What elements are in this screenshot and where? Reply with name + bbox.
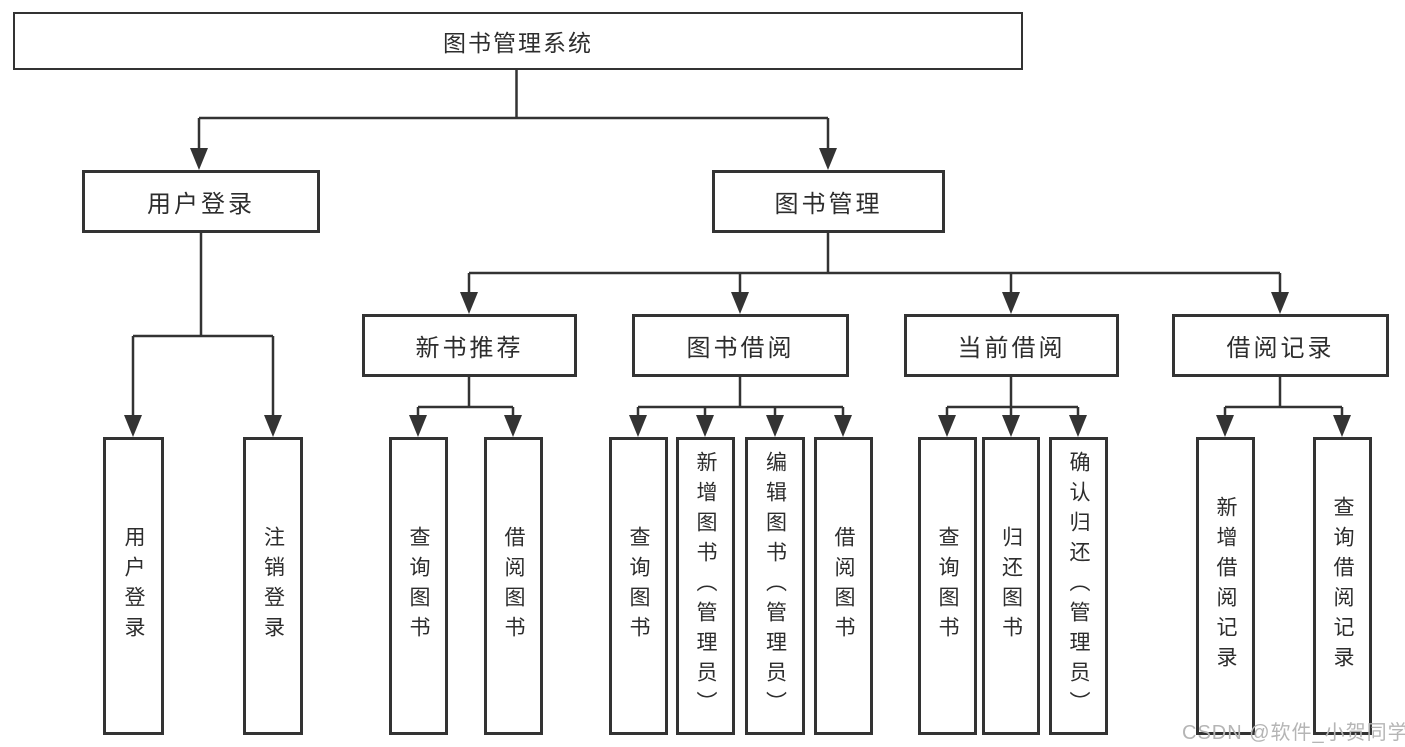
node-label: 用户登录 bbox=[147, 191, 255, 218]
leaf-br-query-record: 查询借阅记录 bbox=[1313, 437, 1372, 735]
leaf-user-login: 用户登录 bbox=[103, 437, 164, 735]
node-label: 用户登录 bbox=[122, 526, 145, 646]
leaf-logout-login: 注销登录 bbox=[243, 437, 303, 735]
connector-book-borrow-children bbox=[629, 377, 852, 437]
leaf-bb-add-books-admin: 新增图书（管理员） bbox=[676, 437, 735, 735]
connector-root-to-level2 bbox=[190, 70, 837, 170]
leaf-cb-query-books: 查询图书 bbox=[918, 437, 977, 735]
node-label: 借阅图书 bbox=[502, 526, 525, 646]
node-label: 图书借阅 bbox=[686, 335, 795, 362]
leaf-nbr-borrow-books: 借阅图书 bbox=[484, 437, 543, 735]
node-label: 图书管理 bbox=[774, 191, 883, 218]
node-label: 归还图书 bbox=[999, 526, 1023, 646]
node-book-mgmt: 图书管理 bbox=[712, 170, 945, 233]
connector-new-book-rec-children bbox=[409, 377, 522, 437]
node-root: 图书管理系统 bbox=[13, 12, 1023, 70]
node-label: 新增图书（管理员） bbox=[694, 451, 717, 721]
node-book-borrow: 图书借阅 bbox=[632, 314, 849, 377]
node-label: 查询图书 bbox=[407, 526, 430, 646]
node-label: 新书推荐 bbox=[415, 335, 524, 362]
node-label: 确认归还（管理员） bbox=[1067, 451, 1090, 721]
node-label: 借阅图书 bbox=[832, 526, 855, 646]
node-label: 借阅记录 bbox=[1226, 335, 1335, 362]
node-label: 注销登录 bbox=[261, 526, 285, 646]
connector-user-login-children bbox=[124, 233, 282, 437]
node-label: 查询图书 bbox=[936, 526, 959, 646]
csdn-watermark: CSDN @软件_小贺同学 bbox=[1182, 722, 1405, 744]
node-label: 查询图书 bbox=[627, 526, 650, 646]
connector-borrow-records-children bbox=[1216, 377, 1351, 437]
leaf-bb-query-books: 查询图书 bbox=[609, 437, 668, 735]
node-label: 查询借阅记录 bbox=[1331, 496, 1354, 676]
connector-current-borrow-children bbox=[938, 377, 1087, 437]
node-borrow-records: 借阅记录 bbox=[1172, 314, 1389, 377]
leaf-cb-confirm-return-admin: 确认归还（管理员） bbox=[1049, 437, 1108, 735]
leaf-bb-edit-books-admin: 编辑图书（管理员） bbox=[745, 437, 805, 735]
node-label: 编辑图书（管理员） bbox=[763, 451, 787, 721]
node-label: 当前借阅 bbox=[957, 335, 1066, 362]
leaf-nbr-query-books: 查询图书 bbox=[389, 437, 448, 735]
leaf-bb-borrow-books: 借阅图书 bbox=[814, 437, 873, 735]
leaf-cb-return-books: 归还图书 bbox=[982, 437, 1040, 735]
node-user-login: 用户登录 bbox=[82, 170, 320, 233]
node-current-borrow: 当前借阅 bbox=[904, 314, 1119, 377]
connector-book-mgmt-to-level3 bbox=[460, 233, 1289, 314]
node-label: 新增借阅记录 bbox=[1214, 496, 1237, 676]
node-new-book-rec: 新书推荐 bbox=[362, 314, 577, 377]
leaf-br-add-record: 新增借阅记录 bbox=[1196, 437, 1255, 735]
node-label: 图书管理系统 bbox=[443, 30, 593, 56]
